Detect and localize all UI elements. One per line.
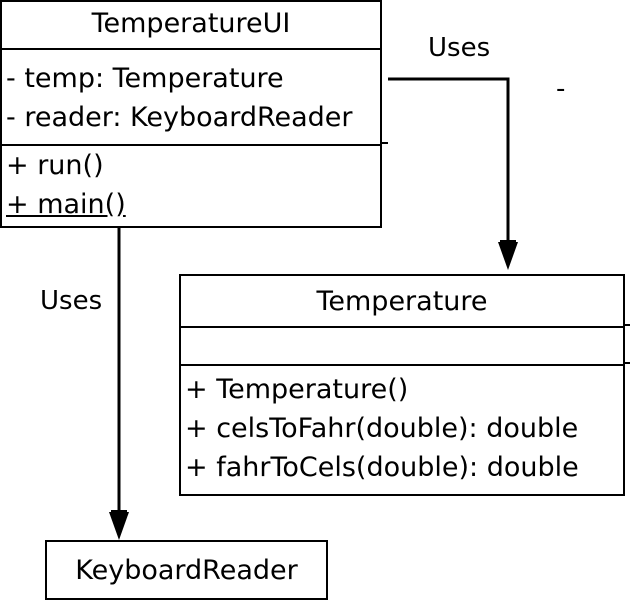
uses-temperature-arrowhead [498, 242, 518, 270]
association-label-uses-reader: Uses [40, 286, 103, 316]
operation-row: + Temperature() [185, 374, 409, 405]
compartment-extension [623, 324, 630, 326]
class-temperature-ui[interactable]: TemperatureUI - temp: Temperature - read… [0, 0, 382, 228]
uses-temperature-arrow-tail [500, 240, 516, 243]
uses-reader-arrowhead [109, 512, 129, 540]
attributes-compartment [181, 326, 623, 364]
uses-reader-arrow-tail [111, 510, 127, 513]
attribute-row: - temp: Temperature [6, 63, 284, 94]
operation-row: + celsToFahr(double): double [185, 413, 579, 444]
operation-row: + run() [6, 150, 104, 181]
class-keyboard-reader[interactable]: KeyboardReader [45, 540, 328, 600]
divider-extension [380, 142, 388, 144]
association-label-uses-temperature: Uses [428, 33, 491, 63]
uses-temperature-line [388, 77, 510, 250]
class-temperature[interactable]: Temperature + Temperature() + celsToFahr… [179, 274, 625, 496]
operation-row: + fahrToCels(double): double [185, 452, 579, 483]
operation-row-static: + main() [6, 189, 126, 220]
attributes-compartment: - temp: Temperature - reader: KeyboardRe… [2, 48, 380, 144]
stray-dash-mark: - [556, 74, 566, 104]
class-name: TemperatureUI [91, 8, 291, 39]
class-name: Temperature [316, 286, 488, 317]
operations-compartment: + run() + main() [2, 144, 380, 224]
operations-compartment: + Temperature() + celsToFahr(double): do… [181, 364, 623, 487]
class-name: KeyboardReader [75, 555, 298, 586]
compartment-extension [623, 362, 630, 364]
attribute-row: - reader: KeyboardReader [6, 102, 353, 133]
